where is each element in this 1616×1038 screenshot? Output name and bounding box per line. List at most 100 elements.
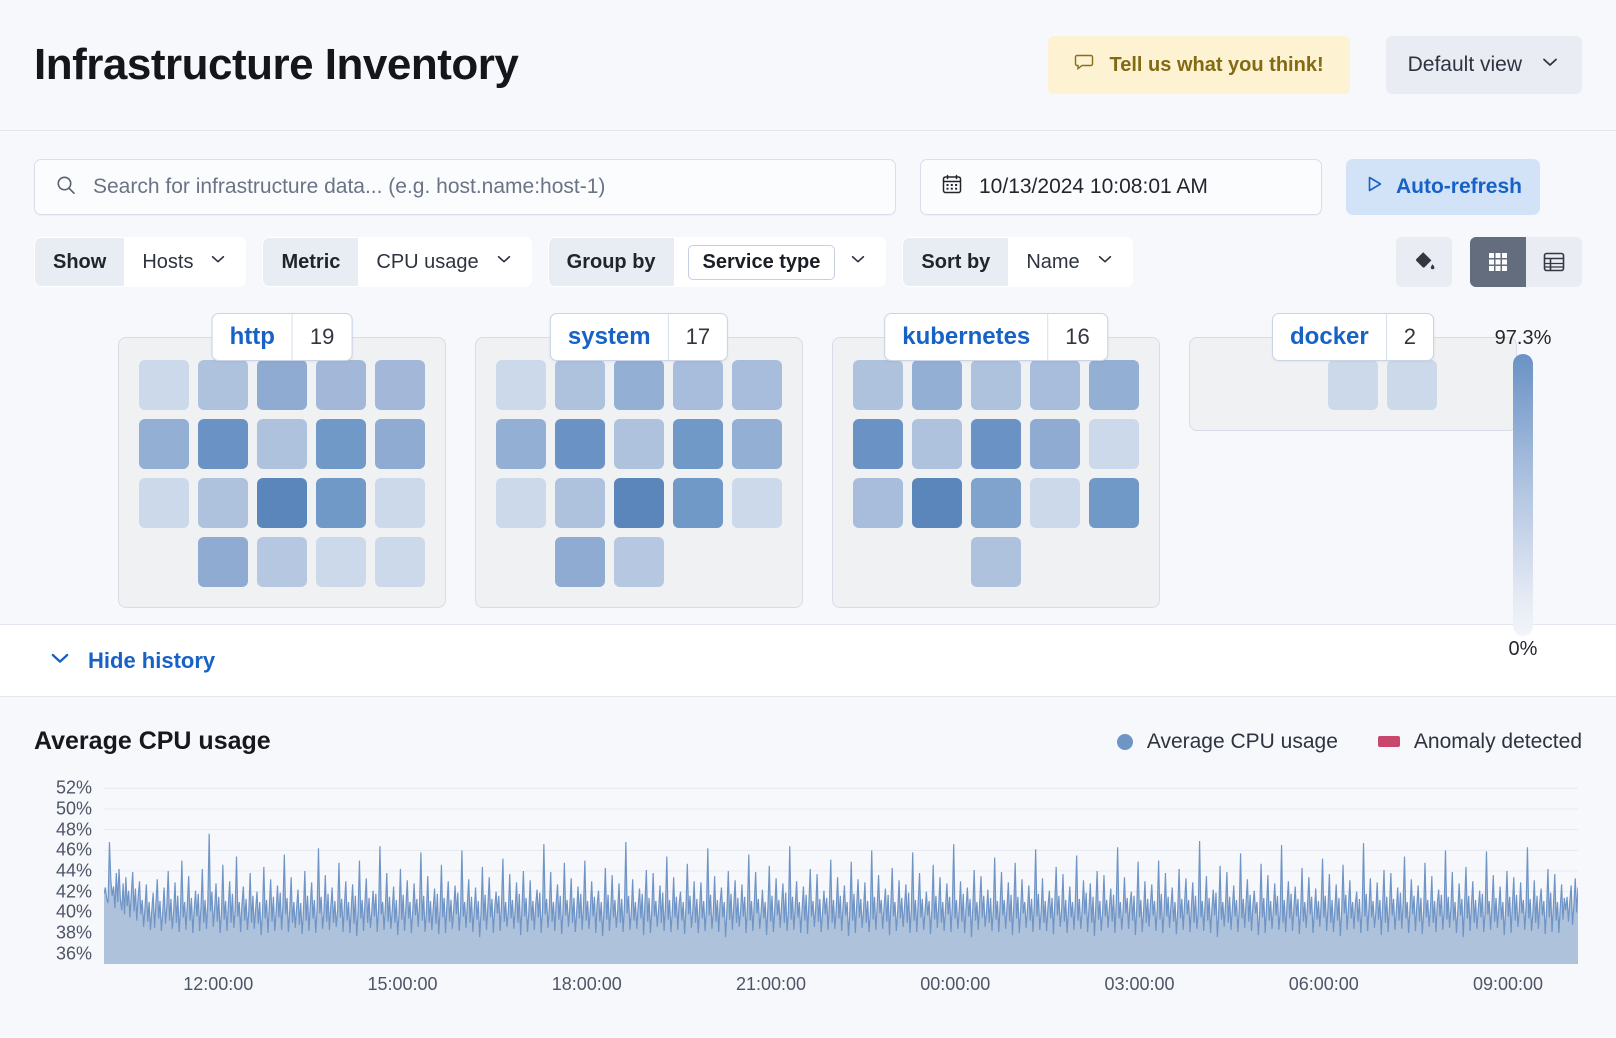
waffle-cell[interactable] xyxy=(1030,478,1080,528)
waffle-cell[interactable] xyxy=(853,360,903,410)
waffle-cell[interactable] xyxy=(198,419,248,469)
view-selector-button[interactable]: Default view xyxy=(1385,36,1582,94)
waffle-cell[interactable] xyxy=(257,537,307,587)
waffle-cell[interactable] xyxy=(614,419,664,469)
waffle-cell[interactable] xyxy=(1030,360,1080,410)
waffle-cell[interactable] xyxy=(912,419,962,469)
y-axis-tick-label: 50% xyxy=(55,798,92,819)
waffle-cell[interactable] xyxy=(1387,360,1437,410)
date-range-picker[interactable]: 10/13/2024 10:08:01 AM xyxy=(920,159,1322,215)
filter-metric-value[interactable]: CPU usage xyxy=(358,238,531,286)
grid-view-button[interactable] xyxy=(1470,237,1526,287)
page-header: Infrastructure Inventory Tell us what yo… xyxy=(0,0,1616,131)
waffle-group-name: system xyxy=(567,323,651,350)
filter-sort-by: Sort by Name xyxy=(902,237,1133,287)
search-row: 10/13/2024 10:08:01 AM Auto-refresh xyxy=(34,159,1582,215)
y-axis-tick-label: 36% xyxy=(55,943,92,964)
y-axis-tick-label: 38% xyxy=(55,922,92,943)
waffle-cell[interactable] xyxy=(316,537,366,587)
waffle-cell[interactable] xyxy=(1089,478,1139,528)
waffle-cell[interactable] xyxy=(316,478,366,528)
waffle-cell-empty xyxy=(912,537,962,587)
waffle-cell[interactable] xyxy=(971,537,1021,587)
waffle-cell[interactable] xyxy=(673,419,723,469)
filter-sort-by-label: Sort by xyxy=(903,238,1009,286)
waffle-cell-grid xyxy=(496,360,782,587)
search-icon xyxy=(55,174,77,201)
waffle-cell[interactable] xyxy=(614,478,664,528)
waffle-cell[interactable] xyxy=(198,360,248,410)
waffle-cell[interactable] xyxy=(496,419,546,469)
waffle-cell[interactable] xyxy=(375,360,425,410)
waffle-cell[interactable] xyxy=(1089,419,1139,469)
waffle-cell[interactable] xyxy=(853,478,903,528)
waffle-cell[interactable] xyxy=(316,360,366,410)
waffle-cell[interactable] xyxy=(732,419,782,469)
waffle-cell[interactable] xyxy=(1328,360,1378,410)
legend-item-label: Anomaly detected xyxy=(1413,729,1582,753)
waffle-cell[interactable] xyxy=(1089,360,1139,410)
waffle-cell[interactable] xyxy=(555,360,605,410)
filter-group-by-value[interactable]: Service type xyxy=(673,238,886,286)
paint-bucket-icon xyxy=(1412,249,1436,276)
waffle-cell[interactable] xyxy=(614,537,664,587)
legend-item-average-cpu-usage[interactable]: Average CPU usage xyxy=(1116,729,1338,754)
grid-view-icon xyxy=(1489,253,1507,271)
waffle-cell[interactable] xyxy=(257,419,307,469)
waffle-cell-grid xyxy=(853,360,1139,587)
waffle-cell[interactable] xyxy=(555,478,605,528)
waffle-cell[interactable] xyxy=(375,419,425,469)
hide-history-toggle[interactable]: Hide history xyxy=(0,625,1616,697)
waffle-cell-empty xyxy=(496,537,546,587)
waffle-cell[interactable] xyxy=(139,419,189,469)
waffle-cell[interactable] xyxy=(198,478,248,528)
waffle-cell-empty xyxy=(1089,537,1139,587)
table-view-button[interactable] xyxy=(1526,237,1582,287)
feedback-button[interactable]: Tell us what you think! xyxy=(1047,36,1350,94)
comment-icon xyxy=(1074,51,1096,79)
waffle-cell[interactable] xyxy=(1030,419,1080,469)
search-input[interactable] xyxy=(93,175,875,199)
waffle-cell[interactable] xyxy=(257,360,307,410)
search-box[interactable] xyxy=(34,159,896,215)
waffle-cell[interactable] xyxy=(971,478,1021,528)
waffle-cell[interactable] xyxy=(257,478,307,528)
waffle-group-count: 19 xyxy=(291,314,351,360)
waffle-cell[interactable] xyxy=(375,537,425,587)
waffle-cell[interactable] xyxy=(614,360,664,410)
waffle-cell[interactable] xyxy=(732,478,782,528)
waffle-cell[interactable] xyxy=(912,478,962,528)
waffle-cell[interactable] xyxy=(496,360,546,410)
waffle-cell[interactable] xyxy=(555,537,605,587)
auto-refresh-button[interactable]: Auto-refresh xyxy=(1346,159,1540,215)
filter-show-value[interactable]: Hosts xyxy=(124,238,246,286)
waffle-cell[interactable] xyxy=(496,478,546,528)
palette-button[interactable] xyxy=(1396,237,1452,287)
waffle-cell[interactable] xyxy=(316,419,366,469)
waffle-cell[interactable] xyxy=(139,360,189,410)
waffle-cell[interactable] xyxy=(912,360,962,410)
filter-sort-by-value-text: Name xyxy=(1026,250,1080,273)
waffle-cell-grid xyxy=(139,360,425,587)
waffle-cell[interactable] xyxy=(732,360,782,410)
waffle-cell[interactable] xyxy=(375,478,425,528)
waffle-cell[interactable] xyxy=(853,419,903,469)
waffle-cell[interactable] xyxy=(673,478,723,528)
waffle-cell-empty xyxy=(1210,360,1260,410)
legend-item-label: Average CPU usage xyxy=(1146,729,1338,753)
filter-sort-by-value[interactable]: Name xyxy=(1008,238,1132,286)
waffle-cell[interactable] xyxy=(139,478,189,528)
y-axis-tick-label: 46% xyxy=(55,839,92,860)
waffle-cell[interactable] xyxy=(198,537,248,587)
waffle-cell[interactable] xyxy=(555,419,605,469)
waffle-cell[interactable] xyxy=(971,360,1021,410)
legend-item-anomaly-detected[interactable]: Anomaly detected xyxy=(1377,729,1582,754)
filter-show: Show Hosts xyxy=(34,237,247,287)
waffle-cell[interactable] xyxy=(971,419,1021,469)
waffle-cell[interactable] xyxy=(673,360,723,410)
